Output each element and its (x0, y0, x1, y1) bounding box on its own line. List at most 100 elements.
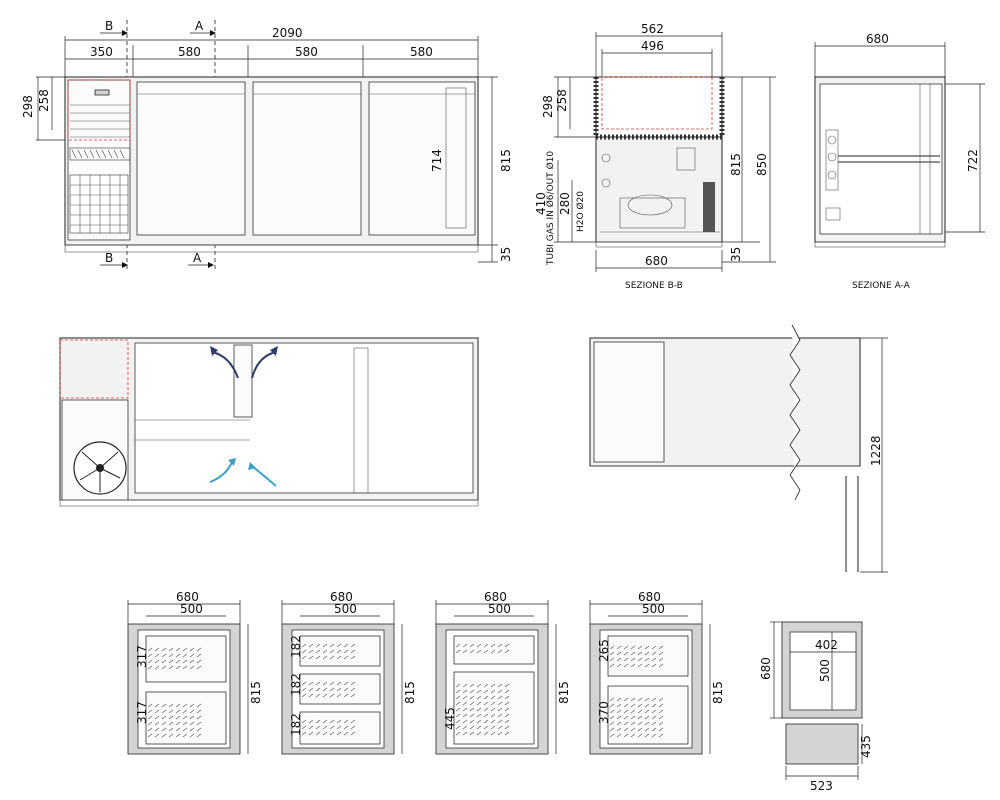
drawer-slot (196, 733, 202, 738)
drawer-slot (630, 727, 636, 732)
drawer-slots (147, 643, 664, 738)
drawer-slot (196, 665, 202, 670)
drawer-slot (154, 727, 160, 732)
drawer-slot (483, 689, 489, 694)
drawer-slot (455, 701, 461, 706)
drawer-slot (322, 725, 328, 730)
bb-label-410: 410 (534, 192, 548, 215)
drawer-slot (469, 683, 475, 688)
drawer-slot (469, 725, 475, 730)
drawer-slot (455, 689, 461, 694)
drawer-slot (637, 645, 643, 650)
drawer-slot (462, 701, 468, 706)
s1-drawer-2: 317 (135, 701, 149, 724)
drawer-slot (343, 643, 349, 648)
drawer-slot (154, 709, 160, 714)
drawer-slot (196, 659, 202, 664)
s3-height: 815 (557, 681, 571, 704)
aa-width: 680 (866, 32, 889, 46)
drawer-slot (343, 693, 349, 698)
drawer-slot (168, 659, 174, 664)
drawer-slot (154, 703, 160, 708)
drawer-slot (147, 721, 153, 726)
drawer-slot (343, 655, 349, 660)
aa-height: 722 (966, 149, 980, 172)
drawer-slot (637, 703, 643, 708)
drawer-slot (168, 703, 174, 708)
front-door-2 (252, 81, 362, 236)
drawer-slot (161, 659, 167, 664)
drawer-slot (497, 643, 503, 648)
drawer-slot (623, 721, 629, 726)
drawer-slot (343, 731, 349, 736)
drawer-slot (343, 687, 349, 692)
plan-view (59, 337, 479, 507)
s2-drawer-3: 182 (289, 713, 303, 736)
drawer-slot (651, 651, 657, 656)
drawer-slot (196, 709, 202, 714)
drawer-slot (336, 725, 342, 730)
drawer-slot (147, 653, 153, 658)
drawer-slot (623, 657, 629, 662)
bottom-section-4: 680 500 265 370 815 (589, 590, 725, 755)
drawer-slot (630, 645, 636, 650)
drawer-slot (616, 651, 622, 656)
drawer-slot (483, 731, 489, 736)
drawer-slot (322, 655, 328, 660)
drawer-slot (350, 649, 356, 654)
drawer-slot (637, 651, 643, 656)
drawer-slot (476, 649, 482, 654)
drawer-slot (455, 695, 461, 700)
drawer-slot (308, 655, 314, 660)
drawer-slot (161, 665, 167, 670)
drawer-slot (630, 709, 636, 714)
drawer-slot (308, 681, 314, 686)
drawer-slot (175, 709, 181, 714)
drawer-slot (483, 707, 489, 712)
drawer-slot (161, 733, 167, 738)
aa-caption: SEZIONE A-A (852, 281, 911, 291)
drawer-slot (196, 727, 202, 732)
drawer-slot (630, 733, 636, 738)
condenser-grille (69, 174, 129, 234)
drawer-slot (322, 687, 328, 692)
drawer-slot (315, 719, 321, 724)
drawer-slot (350, 687, 356, 692)
drawer-slot (497, 649, 503, 654)
drawer-slot (504, 649, 510, 654)
drawer-slot (630, 721, 636, 726)
drawer-slot (497, 725, 503, 730)
drawer-slot (490, 719, 496, 724)
plan-detail: 402 500 680 435 523 (759, 621, 873, 793)
drawer-slot (462, 725, 468, 730)
drawer-slot (651, 727, 657, 732)
drawer-slot (483, 713, 489, 718)
s2-inner: 500 (334, 602, 357, 616)
drawer-slot (462, 713, 468, 718)
drawer-slot (455, 719, 461, 724)
drawer-slot (609, 715, 615, 720)
drawer-slot (504, 643, 510, 648)
drawer-slot (322, 731, 328, 736)
side-view: 1228 (589, 324, 888, 573)
drawer-slot (609, 663, 615, 668)
drawer-slot (154, 733, 160, 738)
drawer-slot (350, 693, 356, 698)
drawer-slot (350, 643, 356, 648)
drawer-slot (350, 719, 356, 724)
drawer-slot (455, 649, 461, 654)
drawer-slot (609, 709, 615, 714)
drawer-slot (651, 721, 657, 726)
drawer-slot (490, 643, 496, 648)
front-module-width-4: 580 (410, 45, 433, 59)
drawer-slot (182, 709, 188, 714)
drawer-slot (644, 721, 650, 726)
drawer-slot (476, 725, 482, 730)
drawer-slot (147, 659, 153, 664)
condenser-louvres (69, 104, 131, 161)
drawer-slot (308, 687, 314, 692)
drawer-slot (301, 649, 307, 654)
drawer-slot (315, 681, 321, 686)
drawer-slot (497, 695, 503, 700)
